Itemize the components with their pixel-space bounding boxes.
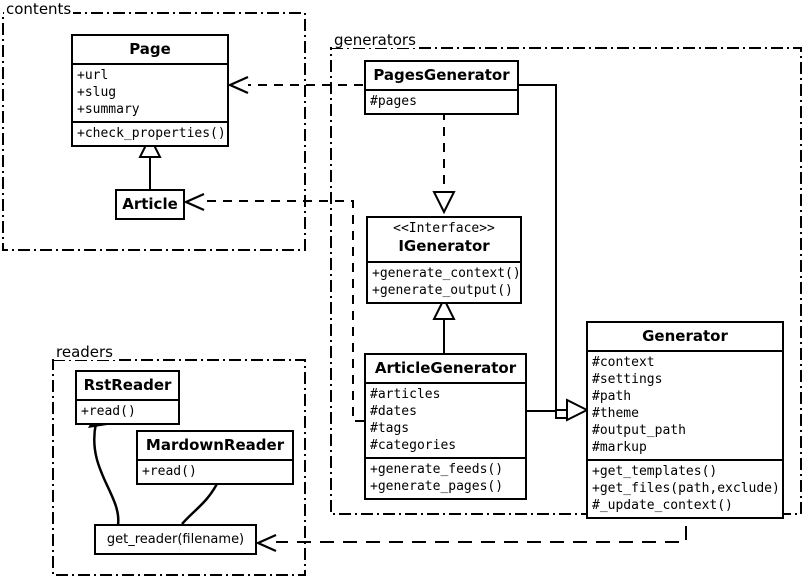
class-attributes-pages-generator: #pages <box>366 89 517 113</box>
class-title-article: Article <box>122 195 178 213</box>
class-title-mardown-reader: MardownReader <box>145 436 285 454</box>
method-row: +get_templates() <box>592 464 718 479</box>
relation-get-reader-creates-rstreader <box>88 410 120 526</box>
attribute-row: #tags <box>370 421 410 436</box>
method-row: +generate_feeds() <box>370 462 504 477</box>
relation-pagesgenerator-realizes-igenerator <box>432 111 456 215</box>
class-methods-igenerator: +generate_context() +generate_output() <box>368 261 521 302</box>
class-title-article-generator: ArticleGenerator <box>374 359 517 377</box>
class-title-page: Page <box>129 40 171 58</box>
attribute-row: #markup <box>592 440 647 455</box>
method-row: +get_files(path,exclude) <box>592 481 780 496</box>
attribute-row: #dates <box>370 404 417 419</box>
attribute-row: #articles <box>370 387 441 402</box>
class-title-rst-reader: RstReader <box>83 376 172 394</box>
class-methods-article-generator: +generate_feeds() +generate_pages() <box>366 457 525 498</box>
class-methods-rst-reader: +read() <box>77 399 178 423</box>
method-row: +generate_output() <box>372 283 513 298</box>
method-row: +check_properties() <box>77 126 226 141</box>
method-row: +read() <box>81 404 136 419</box>
package-label-generators: generators <box>332 31 418 49</box>
class-methods-mardown-reader: +read() <box>138 459 292 483</box>
attribute-row: #categories <box>370 438 457 453</box>
method-row: +read() <box>142 464 197 479</box>
class-box-generator[interactable]: Generator #context #settings #path #them… <box>586 321 784 519</box>
class-box-mardown-reader[interactable]: MardownReader +read() <box>136 430 294 485</box>
method-row: #_update_context() <box>592 498 733 513</box>
package-label-contents: contents <box>4 0 74 18</box>
class-box-article-generator[interactable]: ArticleGenerator #articles #dates #tags … <box>364 353 527 500</box>
attribute-row: #pages <box>370 94 417 109</box>
class-attributes-generator: #context #settings #path #theme #output_… <box>588 350 782 459</box>
attribute-row: +slug <box>77 85 117 100</box>
class-title-generator: Generator <box>642 327 728 345</box>
relation-articlegenerator-uses-article <box>183 192 364 422</box>
attribute-row: #theme <box>592 406 639 421</box>
class-methods-page: +check_properties() <box>73 121 227 145</box>
attribute-row: +summary <box>77 102 140 117</box>
class-header-igenerator: <<Interface>> IGenerator <box>368 218 520 261</box>
class-box-article[interactable]: Article <box>115 189 185 220</box>
class-attributes-article-generator: #articles #dates #tags #categories <box>366 382 525 457</box>
method-row: +generate_pages() <box>370 479 504 494</box>
attribute-row: +url <box>77 68 109 83</box>
method-row: +generate_context() <box>372 266 521 281</box>
class-box-igenerator[interactable]: <<Interface>> IGenerator +generate_conte… <box>366 216 522 304</box>
class-methods-generator: +get_templates() +get_files(path,exclude… <box>588 459 782 517</box>
relation-articlegenerator-inherits-igenerator <box>432 296 456 356</box>
package-label-readers: readers <box>54 343 115 361</box>
class-box-page[interactable]: Page +url +slug +summary +check_properti… <box>71 34 229 147</box>
attribute-row: #context <box>592 355 655 370</box>
class-box-rst-reader[interactable]: RstReader +read() <box>75 370 180 425</box>
relation-pagesgenerator-uses-page <box>227 75 363 95</box>
class-title-igenerator: IGenerator <box>398 237 490 255</box>
class-stereotype-igenerator: <<Interface>> <box>393 221 495 236</box>
class-attributes-page: +url +slug +summary <box>73 63 227 121</box>
attribute-row: #path <box>592 389 632 404</box>
class-box-pages-generator[interactable]: PagesGenerator #pages <box>364 60 519 115</box>
attribute-row: #output_path <box>592 423 686 438</box>
class-title-pages-generator: PagesGenerator <box>373 66 510 84</box>
relation-pagesgenerator-inherits-generator <box>519 84 590 422</box>
attribute-row: #settings <box>592 372 663 387</box>
relation-articlegenerator-inherits-generator <box>527 410 568 419</box>
class-box-get-reader[interactable]: get_reader(filename) <box>94 524 257 555</box>
function-label-get-reader: get_reader(filename) <box>106 532 245 547</box>
